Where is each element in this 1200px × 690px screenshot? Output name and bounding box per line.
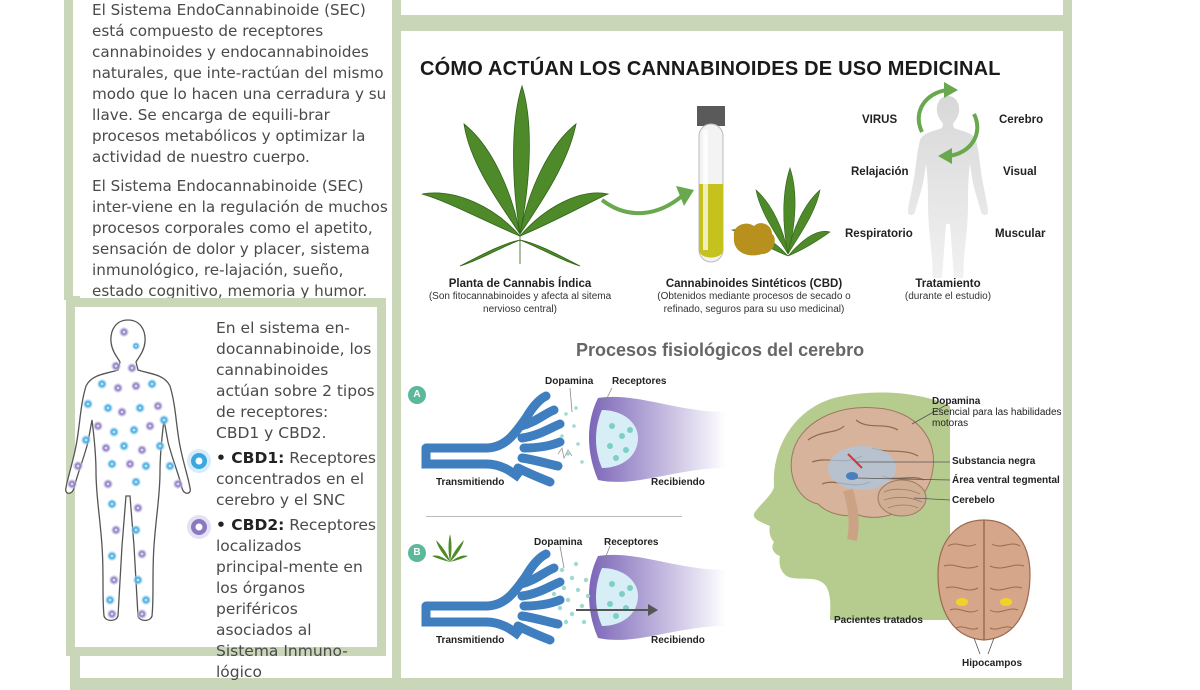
brain-area-text: Área ventral tegmental [952, 475, 1060, 486]
frame-left [64, 0, 400, 300]
synapse-b-transmitiendo: Transmitiendo [436, 635, 505, 646]
main-title: CÓMO ACTÚAN LOS CANNABINOIDES DE USO MED… [420, 58, 1001, 80]
cbd1-icon [187, 449, 211, 473]
synapse-a-dopamina: Dopamina [545, 376, 594, 387]
synapse-divider [426, 516, 682, 517]
plant-subtitle: (Son fitocannabinoides y afecta al sitem… [428, 291, 612, 315]
brain-area-label: Área ventral tegmental [952, 475, 1060, 486]
synapse-a-illustration [421, 387, 726, 487]
label-relajacion: Relajación [851, 166, 909, 178]
cbd2-icon [187, 515, 211, 539]
label-visual: Visual [1003, 166, 1037, 178]
synth-caption: Cannabinoides Sintéticos (CBD) (Obtenido… [648, 278, 860, 316]
frame-main [392, 22, 1072, 690]
synapse-b-recibiendo: Recibiendo [651, 635, 705, 646]
label-cerebro: Cerebro [999, 114, 1044, 126]
synth-subtitle: (Obtenidos mediante procesos de secado o… [657, 291, 851, 315]
synapse-a-transmitiendo: Transmitiendo [436, 477, 505, 488]
brain-dopamina-subtitle: Esencial para las habilidades motoras [932, 407, 1062, 429]
human-silhouette-illustration [908, 96, 988, 278]
synapse-b-receptores: Receptores [604, 537, 659, 548]
synth-title: Cannabinoides Sintéticos (CBD) [665, 278, 843, 290]
synapse-b-dopamina: Dopamina [534, 537, 583, 548]
treatment-subtitle: (durante el estudio) [904, 291, 992, 302]
pacientes-text: Pacientes tratados [834, 615, 923, 626]
hipocampos-text: Hipocampos [962, 658, 1023, 669]
cbd1-text: Receptores concentrados en el cerebro y … [216, 449, 376, 509]
brain-dopamina-label: Dopamina Esencial para las habilidades m… [932, 396, 1062, 429]
synapse-a-receptores: Receptores [612, 376, 667, 387]
process-title: Procesos fisiológicos del cerebro [576, 340, 865, 360]
cbd1-description: • CBD1: Receptores concentrados en el ce… [216, 448, 376, 511]
head-brain-illustration [753, 392, 951, 620]
badge-b: B [408, 544, 426, 562]
cbd2-text: Receptores localizados principal-mente e… [216, 516, 376, 681]
receptor-text: En el sistema en-docannabinoide, los can… [216, 318, 376, 687]
frame-top [392, 0, 1072, 24]
cbd2-label: • CBD2: [216, 516, 285, 534]
brain-dopamina-title: Dopamina [932, 396, 981, 407]
cycle-arrow-icon [916, 82, 980, 164]
arrow-icon [600, 186, 694, 215]
brain-substancia-label: Substancia negra [952, 456, 1035, 467]
pacientes-label: Pacientes tratados [834, 615, 923, 626]
plant-caption: Planta de Cannabis Índica (Son fitocanna… [420, 278, 620, 316]
body-receptors-illustration [65, 319, 191, 622]
label-virus: VIRUS [862, 114, 898, 126]
brain-top-view-illustration [937, 519, 1031, 655]
intro-text: El Sistema EndoCannabinoide (SEC) está c… [92, 0, 392, 310]
intro-paragraph-2: El Sistema Endocannabinoide (SEC) inter-… [92, 177, 388, 300]
treatment-caption: Tratamiento (durante el estudio) [888, 278, 1008, 303]
cannabis-leaf-illustration [421, 84, 610, 267]
label-muscular: Muscular [995, 228, 1046, 240]
receptor-intro: En el sistema en-docannabinoide, los can… [216, 319, 375, 442]
plant-title: Planta de Cannabis Índica [448, 278, 592, 290]
intro-paragraph-1: El Sistema EndoCannabinoide (SEC) está c… [92, 1, 387, 166]
brain-cerebelo-text: Cerebelo [952, 495, 995, 506]
treatment-title: Tratamiento [915, 278, 981, 290]
hipocampos-label: Hipocampos [962, 658, 1022, 669]
small-cannabis-icon [432, 534, 468, 562]
frame-bottom [70, 678, 1072, 690]
small-leaf-illustration [730, 167, 831, 257]
brain-substancia-text: Substancia negra [952, 456, 1036, 467]
test-tube-illustration [697, 106, 725, 263]
cbd1-label: • CBD1: [216, 449, 285, 467]
badge-a: A [408, 386, 426, 404]
synapse-a-recibiendo: Recibiendo [651, 477, 705, 488]
cbd2-description: • CBD2: Receptores localizados principal… [216, 515, 376, 683]
brain-cerebelo-label: Cerebelo [952, 495, 995, 506]
label-respiratorio: Respiratorio [845, 228, 913, 240]
synapse-b-illustration [421, 545, 726, 645]
